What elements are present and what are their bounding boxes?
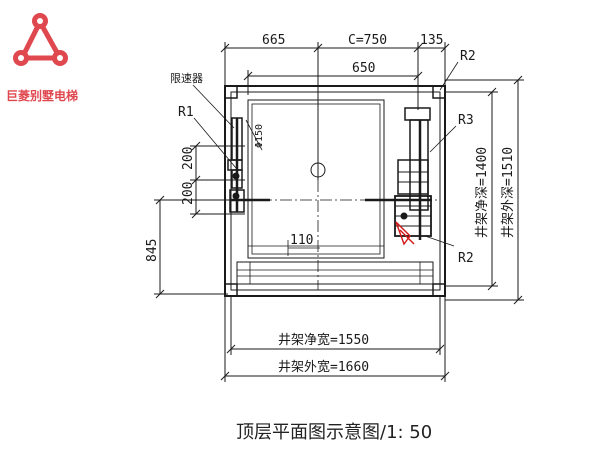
dim-200-lower: 200 [181, 182, 196, 205]
dim-135: 135 [420, 33, 443, 48]
label-r2-bottom: R2 [458, 251, 474, 266]
label-r3: R3 [458, 113, 474, 128]
label-r1: R1 [178, 105, 194, 120]
label-r2-top: R2 [460, 49, 476, 64]
brand-name: 巨菱别墅电梯 [6, 88, 78, 103]
left-guide-rail [227, 117, 270, 213]
dim-outer-depth: 井架外深=1510 [501, 147, 516, 238]
bottom-dimensions [220, 296, 450, 382]
dim-clear-width: 井架净宽=1550 [278, 332, 369, 348]
dim-110: 110 [290, 233, 313, 248]
dim-665: 665 [262, 33, 285, 48]
shaft-frame [224, 85, 446, 297]
right-guide-rail [365, 107, 432, 240]
dim-car-width: C=750 [348, 33, 387, 48]
dim-200-upper: 200 [181, 147, 196, 170]
drawing-caption: 顶层平面图示意图/1: 50 [236, 422, 432, 443]
label-speed-limiter: 限速器 [170, 72, 203, 85]
callout-leaders [192, 61, 459, 247]
elevator-car [236, 99, 434, 285]
red-rope-detail [395, 221, 415, 246]
dim-outer-width: 井架外宽=1660 [278, 359, 369, 375]
right-dimensions [445, 75, 524, 305]
dim-845: 845 [145, 239, 160, 262]
dim-clear-depth: 井架净深=1400 [475, 147, 490, 238]
dim-door-width: 650 [352, 61, 375, 76]
left-dimensions [154, 141, 245, 299]
diameter-callout [245, 119, 263, 151]
brand-logo [13, 13, 68, 66]
dim-diameter-150: Φ150 [254, 124, 265, 148]
